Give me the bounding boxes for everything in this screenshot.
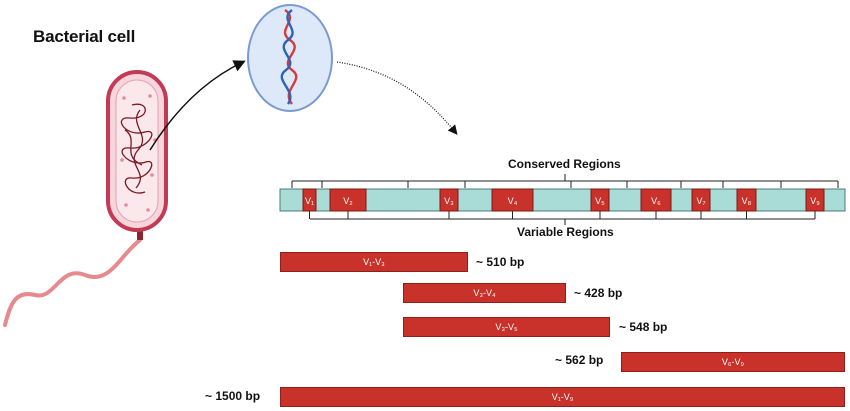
amplicon-bar-v3-v4: V₃-V₄ [403, 283, 566, 303]
ribosome-dot [122, 96, 126, 100]
amplicon-label: V₃-V₄ [473, 288, 496, 298]
variable-region-4 [491, 188, 534, 212]
nucleoid [120, 103, 153, 194]
variable-region-label: V₃ [444, 196, 454, 206]
amplicon-size-v3-v4: ~ 428 bp [574, 286, 623, 300]
bacterial-cell [106, 70, 168, 232]
ribosome-dot [146, 208, 150, 212]
arrow-to-dna [149, 60, 246, 151]
variable-region-9 [805, 188, 825, 212]
variable-region-1 [302, 188, 317, 212]
dna-strand-red [283, 9, 298, 105]
flagellum [3, 238, 142, 327]
amplicon-bar-v1-v9: V₁-V₉ [280, 387, 845, 407]
amplicon-size-v3-v5: ~ 548 bp [619, 320, 668, 334]
conserved-brackets [291, 174, 839, 188]
amplicon-size-v6-v9: ~ 562 bp [555, 353, 604, 367]
variable-region-label: V₆ [651, 196, 661, 206]
variable-region-2 [329, 188, 367, 212]
variable-region-label: V₇ [696, 196, 705, 206]
dna-strand-blue [280, 9, 294, 105]
amplicon-label: V₆-V₉ [721, 357, 745, 367]
arrow-to-gene [336, 61, 458, 135]
amplicon-size-v1-v3: ~ 510 bp [476, 255, 525, 269]
variable-region-3 [439, 188, 459, 212]
amplicon-label: V₁-V₃ [363, 257, 385, 267]
figure-title: Bacterial cell [33, 27, 136, 46]
variable-regions-label: Variable Regions [517, 225, 614, 239]
variable-region-label: V₉ [810, 196, 820, 206]
variable-region-label: V₁ [305, 196, 314, 206]
variable-region-7 [691, 188, 711, 212]
variable-region-label: V₂ [343, 196, 353, 206]
conserved-regions-label: Conserved Regions [508, 157, 621, 171]
ribosome-dot [124, 203, 128, 207]
variable-region-6 [640, 188, 672, 212]
amplicon-size-v1-v9: ~ 1500 bp [205, 389, 261, 403]
amplicon-label: V₁-V₉ [551, 392, 574, 402]
ribosome-dot [150, 173, 154, 177]
variable-region-label: V₈ [742, 196, 752, 206]
variable-brackets [309, 211, 816, 225]
amplicon-label: V₃-V₅ [495, 322, 518, 332]
16s-gene-bar: V₁ V₂ V₃ V₄ V₅ V₆ V₇ V₈ V₉ [279, 188, 846, 212]
variable-region-8 [736, 188, 757, 212]
variable-region-label: V₄ [508, 196, 518, 206]
amplicon-bar-v1-v3: V₁-V₃ [280, 252, 468, 272]
variable-region-label: V₅ [595, 196, 605, 206]
ribosome-dot [148, 94, 152, 98]
dna-zoom-circle [247, 4, 333, 112]
ribosome-dot [120, 158, 124, 162]
amplicon-bar-v6-v9: V₆-V₉ [621, 352, 845, 372]
variable-region-5 [590, 188, 610, 212]
amplicon-bar-v3-v5: V₃-V₅ [403, 317, 610, 337]
